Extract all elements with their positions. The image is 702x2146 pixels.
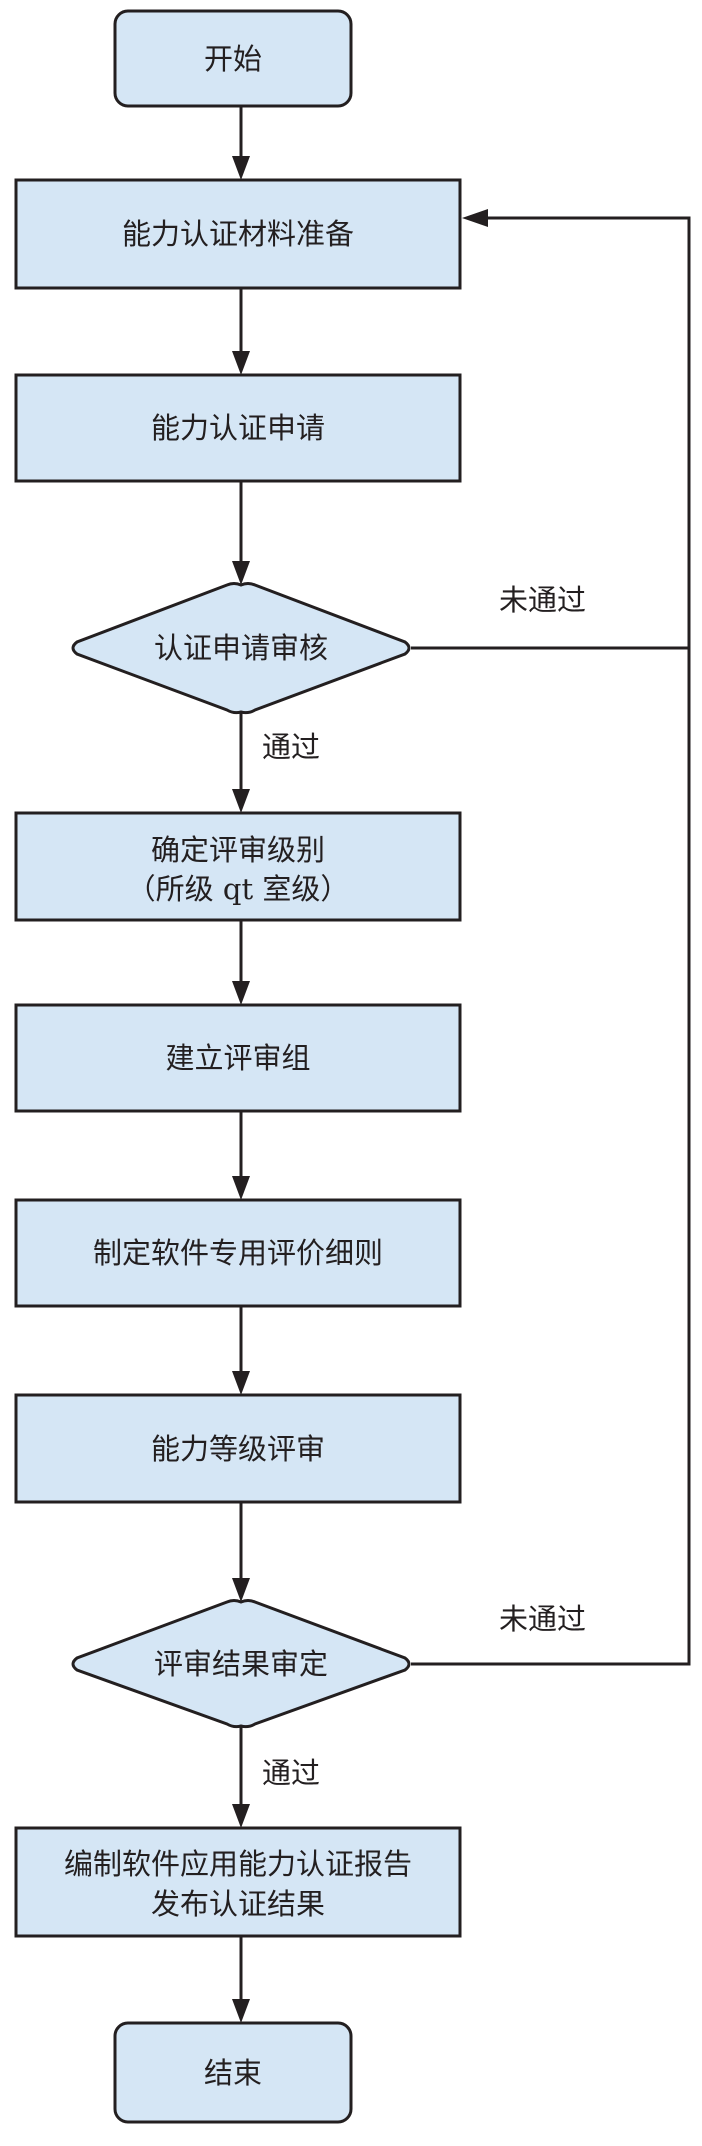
- prepare-node: 能力认证材料准备: [14, 178, 462, 290]
- arrowhead: [462, 209, 488, 227]
- arrowhead: [232, 1176, 250, 1200]
- report-node: 编制软件应用能力认证报告 发布认证结果: [14, 1826, 462, 1938]
- result-review-decision: 评审结果审定: [71, 1599, 411, 1729]
- pass-label-1: 通过: [262, 730, 320, 764]
- start-node: 开始: [113, 9, 353, 108]
- arrowhead: [232, 351, 250, 375]
- arrowhead: [232, 981, 250, 1005]
- rules-node: 制定软件专用评价细则: [14, 1198, 462, 1308]
- arrowhead: [232, 1371, 250, 1395]
- start-label: 开始: [204, 42, 262, 76]
- result-review-label: 评审结果审定: [154, 1647, 328, 1681]
- fail-label-1: 未通过: [499, 583, 586, 617]
- prepare-label: 能力认证材料准备: [122, 217, 354, 251]
- fail-loop-line: [411, 216, 691, 1666]
- end-node: 结束: [113, 2021, 353, 2124]
- grade-review-label: 能力等级评审: [151, 1432, 325, 1466]
- fail-label-2: 未通过: [499, 1602, 586, 1636]
- arrowhead: [232, 561, 250, 585]
- rules-label: 制定软件专用评价细则: [93, 1236, 383, 1270]
- arrowhead: [232, 1804, 250, 1828]
- review-apply-label: 认证申请审核: [154, 631, 328, 665]
- level-label-line2: （所级 qt 室级）: [127, 872, 350, 906]
- apply-node: 能力认证申请: [14, 373, 462, 483]
- report-label-line1: 编制软件应用能力认证报告: [64, 1847, 412, 1881]
- connectors: [232, 106, 691, 2023]
- arrowhead: [232, 1578, 250, 1602]
- arrowhead: [232, 789, 250, 813]
- level-label-line1: 确定评审级别: [151, 833, 325, 867]
- pass-label-2: 通过: [262, 1756, 320, 1790]
- team-node: 建立评审组: [14, 1003, 462, 1113]
- level-node: 确定评审级别 （所级 qt 室级）: [14, 811, 462, 922]
- grade-review-node: 能力等级评审: [14, 1393, 462, 1504]
- apply-label: 能力认证申请: [151, 411, 325, 445]
- arrowhead: [232, 1999, 250, 2023]
- report-label-line2: 发布认证结果: [151, 1887, 325, 1921]
- team-label: 建立评审组: [165, 1041, 310, 1075]
- arrowhead: [232, 156, 250, 180]
- end-label: 结束: [204, 2056, 262, 2090]
- review-apply-decision: 认证申请审核: [71, 582, 411, 715]
